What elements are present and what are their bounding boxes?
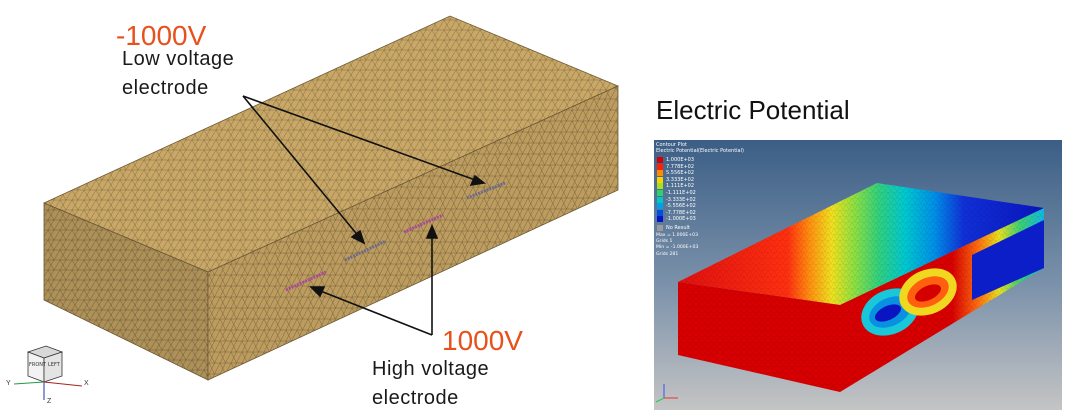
view-cube-front-label: FRONT [29,362,47,368]
high-voltage-label-line2: electrode [372,387,459,409]
no-result-label: No Result [666,225,690,231]
max-grid: Grids 1 [656,239,673,245]
view-cube[interactable] [13,345,83,400]
legend-value: -1.111E+02 [666,190,696,196]
legend-value: -1.000E+03 [666,216,696,223]
axis-y-label: Y [6,380,11,387]
axis-triad [655,384,678,403]
legend-value: -3.333E+02 [666,196,696,203]
high-electrode-hotspot [914,284,942,302]
low-voltage-electrode-2 [344,239,387,262]
callout-arrows [242,95,486,336]
legend-swatch [657,176,663,183]
low-electrode-hotspot [874,304,902,322]
high-voltage-electrode-1 [403,213,444,234]
high-voltage-label-line1: High voltage [372,358,490,380]
min-text: Min = -1.000E+03 [656,245,699,251]
legend-swatch [657,157,663,163]
legend-value: 1.111E+02 [666,183,695,190]
legend-value: 3.333E+02 [666,176,695,183]
legend-value: -5.556E+02 [666,203,696,210]
min-grid: Grids 281 [656,251,679,257]
low-voltage-electrode-1 [466,181,506,200]
axis-z-label: Z [47,398,52,405]
meshed-block [43,15,620,381]
low-voltage-value: -1000V [116,20,207,51]
no-result-swatch [657,225,663,231]
legend-swatch [657,170,663,177]
legend-swatch [657,183,663,190]
legend-swatch [657,216,663,223]
electrodes [285,181,506,292]
legend-value: 5.556E+02 [666,170,695,177]
legend-swatch [657,203,663,210]
axis-x-label: X [84,380,89,387]
legend-swatch [657,163,663,170]
contour-plot-panel [654,140,1062,410]
legend-swatch [657,209,663,216]
plot-header-line1: Contour Plot [656,142,687,148]
legend-swatch [657,190,663,196]
high-voltage-electrode-2 [285,270,327,292]
block-front-face [207,85,619,381]
high-voltage-value: 1000V [442,325,523,356]
max-text: Max = 1.000E+03 [656,233,699,238]
legend-stats: Max = 1.000E+03 Grids 1 Min = -1.000E+03… [656,233,698,258]
plot-title: Electric Potential [656,95,850,125]
low-voltage-label-line1: Low voltage [122,48,235,70]
legend-value: 1.000E+03 [666,157,695,163]
low-voltage-label-line2: electrode [122,77,209,99]
legend-value: 7.778E+02 [666,163,695,170]
view-cube-left-label: LEFT [48,362,60,368]
legend-value: -7.778E+02 [666,209,696,216]
legend-swatch [657,196,663,203]
plot-header-line2: Electric Potential(Electric Potential) [656,148,744,154]
